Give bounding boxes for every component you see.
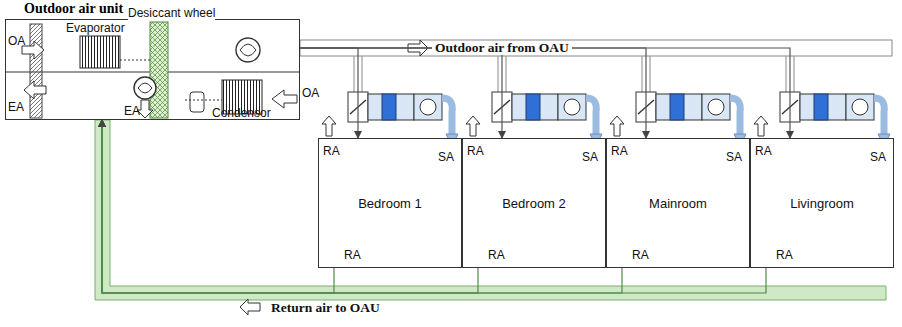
part-label: RA [755,144,772,158]
return-duct [102,120,478,293]
part-label: SA [438,150,454,164]
return-duct [102,120,766,293]
part-label: RA [323,144,340,158]
part-label: SA [582,150,598,164]
supply-duct [300,48,502,138]
part-label: EA [8,100,24,114]
part-label: Desiccant wheel [128,6,215,20]
part-label: RA [467,144,484,158]
part-label: OA [302,86,319,100]
room-name: Livingroom [790,196,854,211]
unit-housing: Outdoor air unit [5,19,300,120]
part-label: RA [776,248,793,262]
supply-duct [300,48,358,138]
part-label: RA [488,248,505,262]
duct-label: Return air to OAU [268,301,383,315]
room-name: Bedroom 2 [502,196,566,211]
part-label: RA [344,248,361,262]
part-label: Evaporator [66,21,125,35]
return-duct [102,120,622,293]
unit-heading: Outdoor air unit [24,1,123,17]
supply-duct [300,48,790,138]
supply-duct [300,48,646,138]
part-label: RA [611,144,628,158]
room-name: Bedroom 1 [358,196,422,211]
part-label: SA [870,150,886,164]
part-label: RA [632,248,649,262]
part-label: EA [124,104,140,118]
part-label: SA [726,150,742,164]
part-label: OA [8,34,25,48]
return-duct [102,120,334,293]
room-name: Mainroom [649,196,707,211]
duct-label: Outdoor air from OAU [432,41,572,55]
part-label: Condensor [212,106,271,120]
